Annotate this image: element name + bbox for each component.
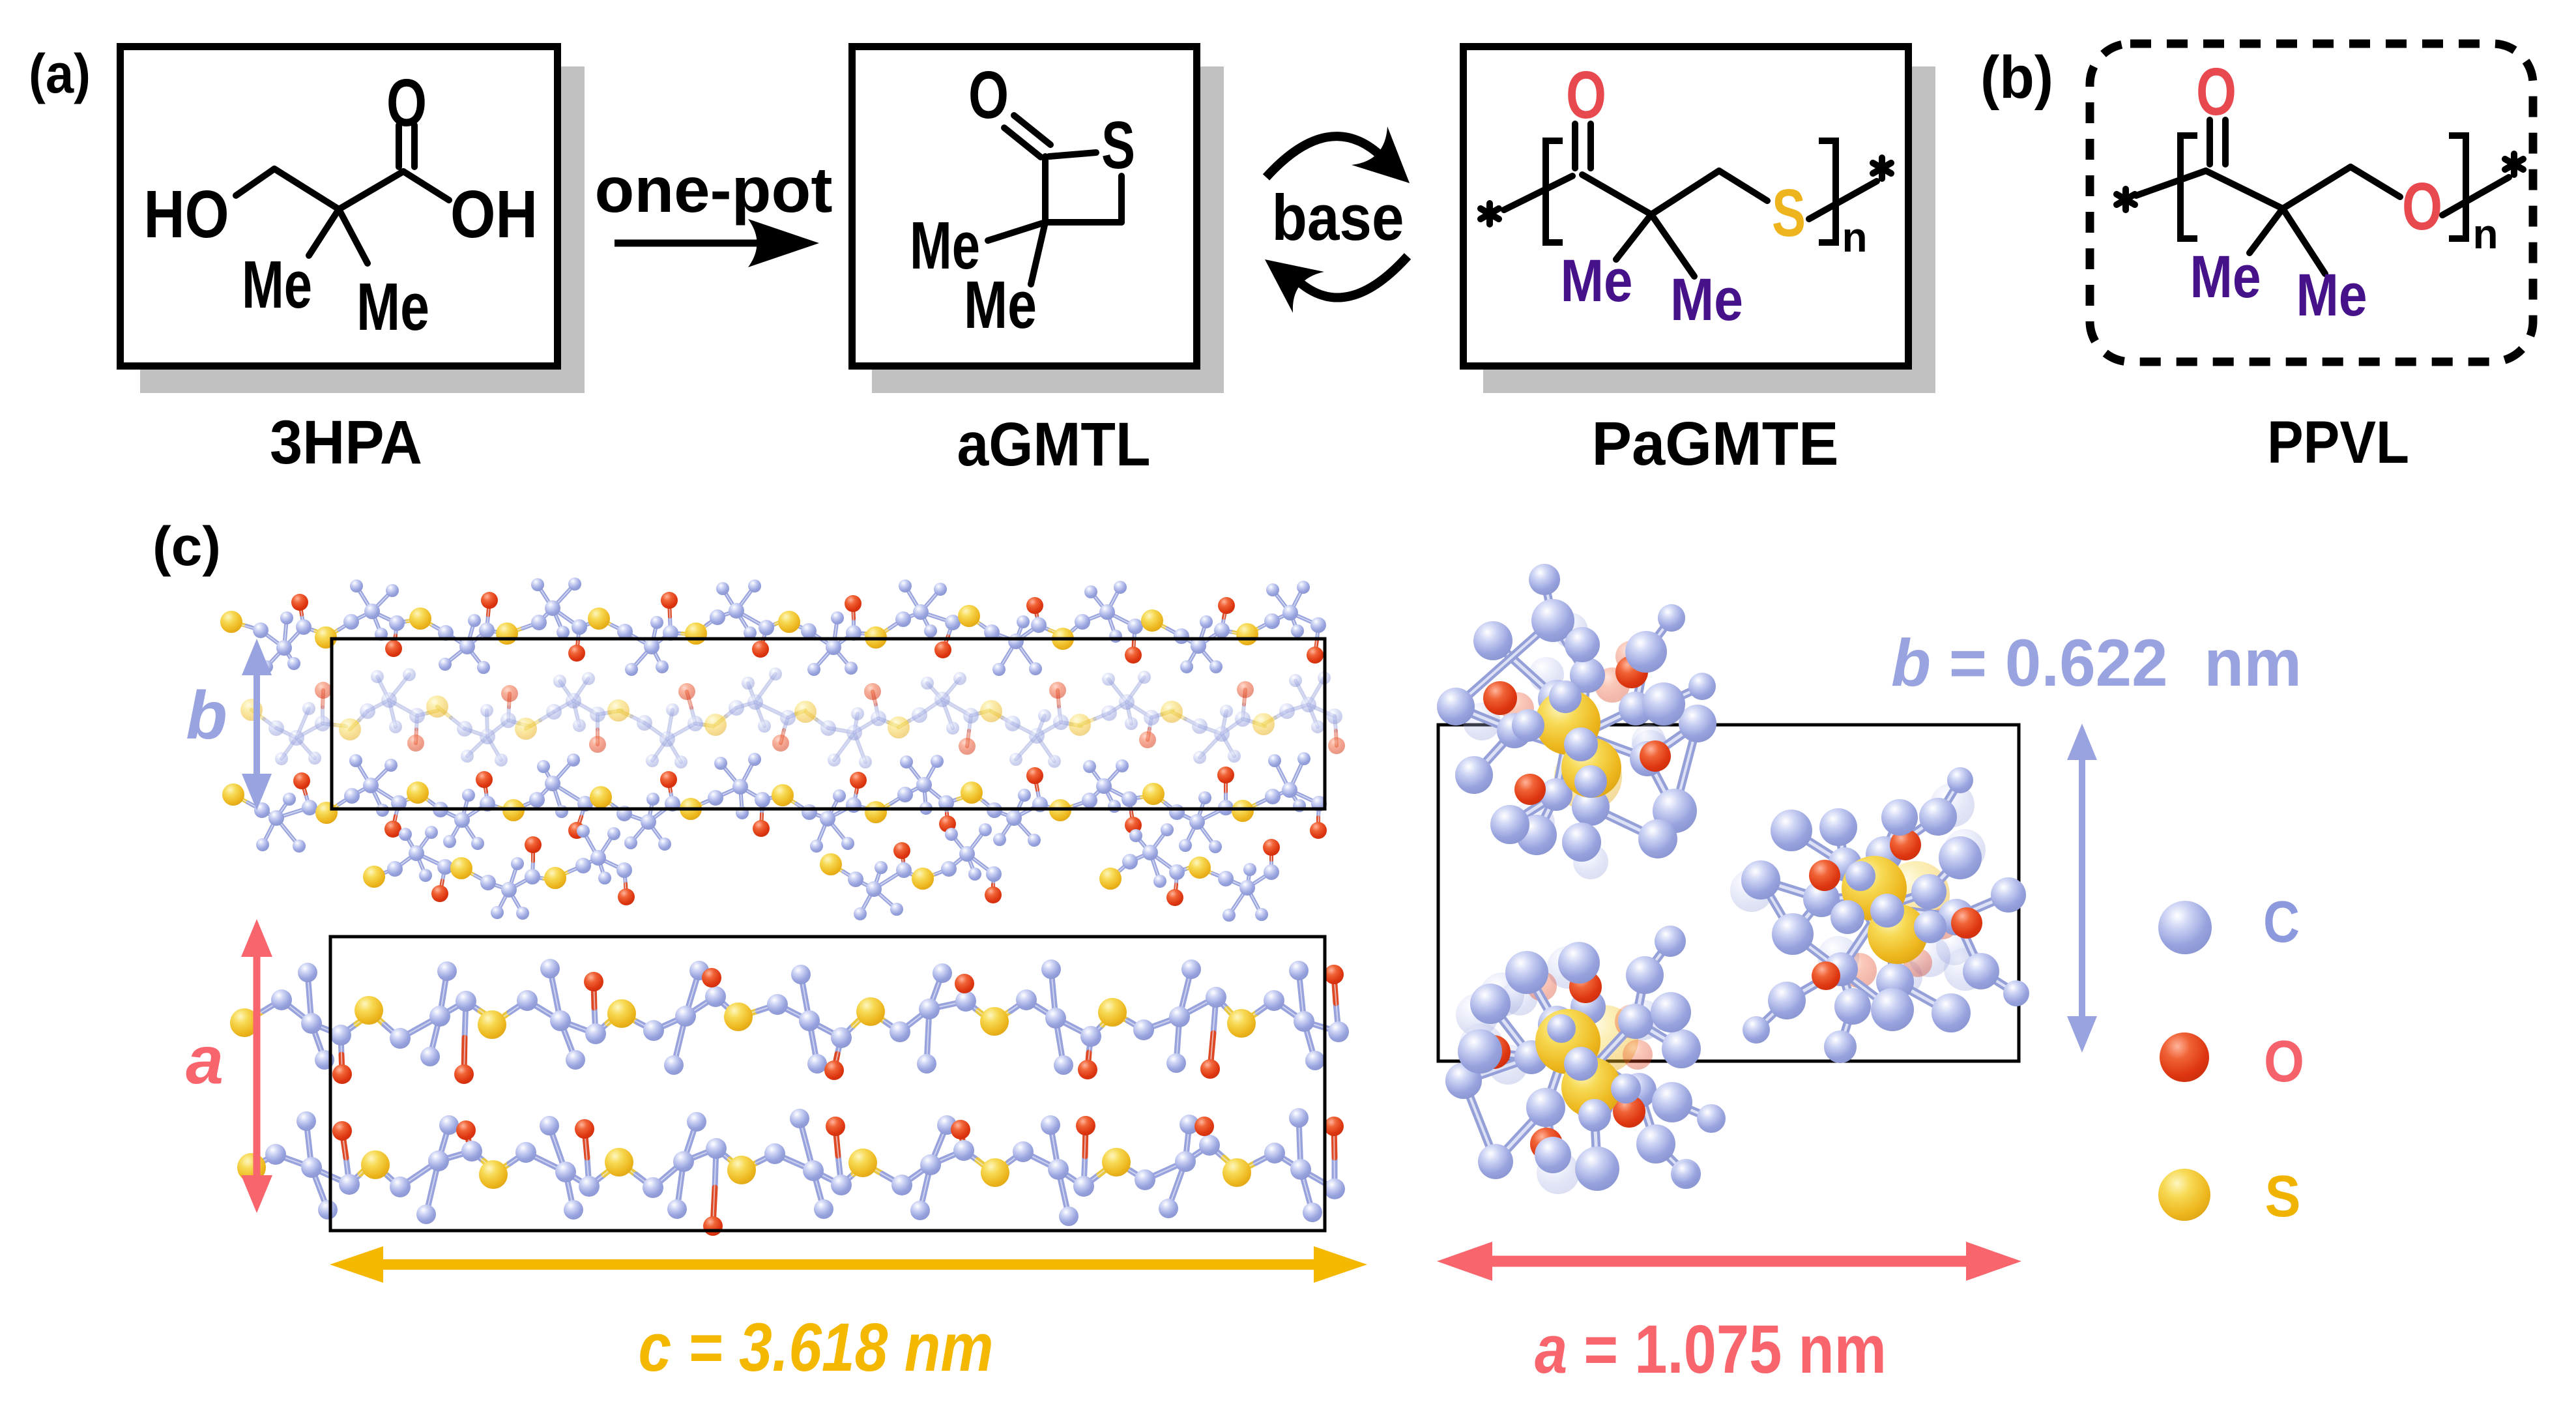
svg-text:Me: Me bbox=[2190, 244, 2261, 310]
svg-text:O: O bbox=[1566, 57, 1606, 132]
svg-text:n: n bbox=[1842, 214, 1867, 261]
svg-text:S: S bbox=[1772, 175, 1806, 250]
svg-text:C: C bbox=[2263, 890, 2300, 955]
svg-text:(b): (b) bbox=[1980, 44, 2053, 111]
svg-text:OH: OH bbox=[450, 177, 538, 252]
svg-text:base: base bbox=[1272, 181, 1404, 254]
svg-text:Me: Me bbox=[2296, 262, 2367, 329]
svg-text:O: O bbox=[2196, 54, 2236, 129]
svg-text:S: S bbox=[2265, 1164, 2301, 1229]
svg-text:(a): (a) bbox=[29, 43, 91, 104]
svg-text:b = 0.622 nm: b = 0.622 nm bbox=[1891, 626, 2302, 700]
svg-text:PPVL: PPVL bbox=[2267, 409, 2409, 476]
svg-text:O: O bbox=[386, 65, 427, 140]
svg-text:O: O bbox=[2402, 169, 2442, 244]
svg-text:S: S bbox=[1101, 108, 1135, 183]
svg-text:Me: Me bbox=[964, 267, 1037, 342]
svg-text:b: b bbox=[186, 678, 227, 753]
svg-text:(c): (c) bbox=[152, 516, 221, 577]
svg-text:Me: Me bbox=[356, 269, 429, 344]
svg-text:PaGMTE: PaGMTE bbox=[1592, 409, 1839, 478]
svg-text:Me: Me bbox=[1670, 267, 1743, 333]
svg-text:O: O bbox=[968, 57, 1009, 132]
svg-text:a: a bbox=[186, 1023, 224, 1098]
svg-text:Me: Me bbox=[1561, 248, 1633, 314]
svg-text:a = 1.075 nm: a = 1.075 nm bbox=[1535, 1311, 1887, 1388]
svg-text:HO: HO bbox=[144, 177, 229, 252]
svg-text:Me: Me bbox=[242, 247, 312, 322]
svg-text:3HPA: 3HPA bbox=[270, 408, 422, 477]
svg-text:n: n bbox=[2472, 211, 2498, 257]
svg-text:O: O bbox=[2264, 1029, 2304, 1094]
svg-text:c = 3.618 nm: c = 3.618 nm bbox=[639, 1309, 994, 1386]
svg-text:one-pot: one-pot bbox=[595, 154, 833, 226]
svg-text:aGMTL: aGMTL bbox=[957, 410, 1151, 479]
svg-text:Me: Me bbox=[910, 208, 980, 283]
